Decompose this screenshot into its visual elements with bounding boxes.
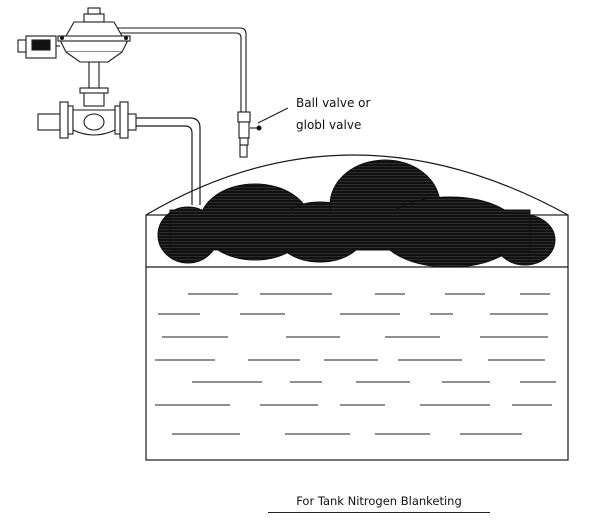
diagram-caption: For Tank Nitrogen Blanketing: [296, 494, 462, 508]
annotation-leader: [257, 107, 289, 124]
caption-underline: [268, 512, 490, 513]
ball-valve-label-line2: globl valve: [296, 118, 362, 132]
ball-valve-label-line1: Ball valve or: [296, 96, 371, 110]
inlet-pipe: [136, 117, 201, 205]
regulator-valve-body: [59, 87, 137, 139]
liquid-lines: [155, 293, 556, 435]
inlet-stub: [37, 113, 61, 131]
tank-dome: [145, 154, 569, 216]
nitrogen-blanket: [157, 159, 556, 268]
pilot-regulator: [17, 35, 60, 59]
regulator-actuator: [57, 7, 131, 89]
ball-valve: [237, 111, 262, 146]
